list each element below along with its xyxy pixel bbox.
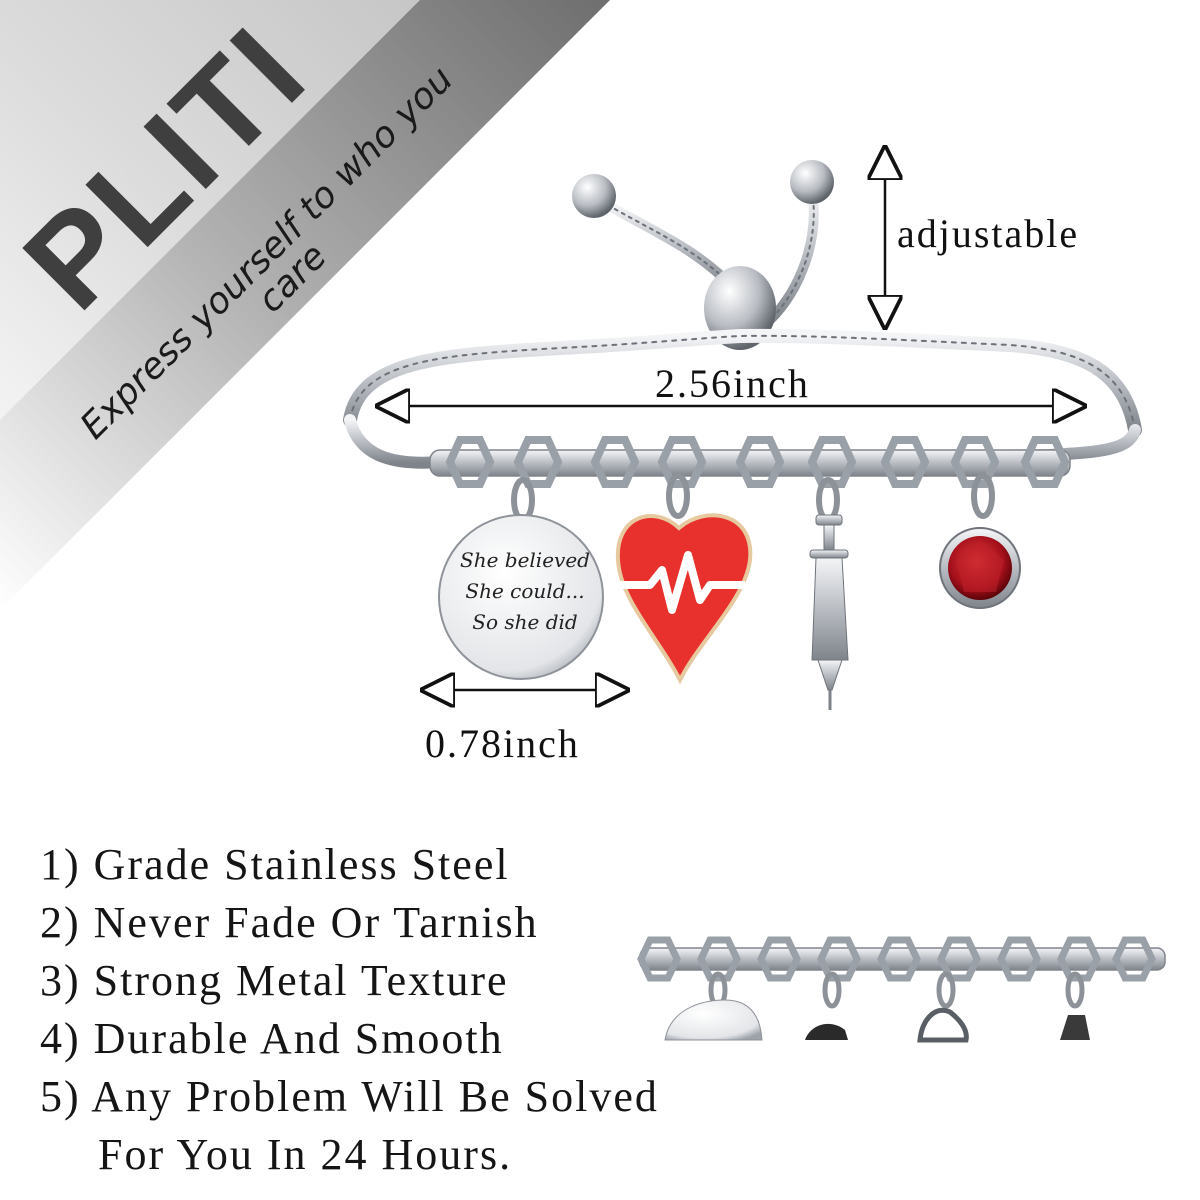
bracelet-detail-view <box>637 936 1166 1043</box>
engraving-line-1: She believed <box>460 548 590 572</box>
feature-item: 5) Any Problem Will Be Solved <box>40 1072 659 1121</box>
end-bead-right <box>790 160 834 204</box>
syringe-charm <box>809 514 849 710</box>
feature-list: 1) Grade Stainless Steel 2) Never Fade O… <box>40 840 659 1188</box>
adjustable-label: adjustable <box>897 211 1080 256</box>
feature-item: 2) Never Fade Or Tarnish <box>40 898 539 947</box>
charm-size-label: 0.78inch <box>425 721 580 766</box>
birthstone-charm <box>939 527 1021 609</box>
feature-item-continued: For You In 24 Hours. <box>98 1130 513 1179</box>
feature-item: 4) Durable And Smooth <box>40 1014 504 1063</box>
heart-charm <box>615 513 753 685</box>
width-label: 2.56inch <box>655 361 810 406</box>
feature-item: 3) Strong Metal Texture <box>40 956 509 1005</box>
coin-engraving: She believed She could... So she did <box>440 545 610 638</box>
feature-item: 1) Grade Stainless Steel <box>40 840 510 889</box>
engraving-line-3: So she did <box>472 610 578 634</box>
link-bar <box>429 436 1071 488</box>
engraving-line-2: She could... <box>465 579 585 603</box>
end-bead-left <box>572 174 616 218</box>
